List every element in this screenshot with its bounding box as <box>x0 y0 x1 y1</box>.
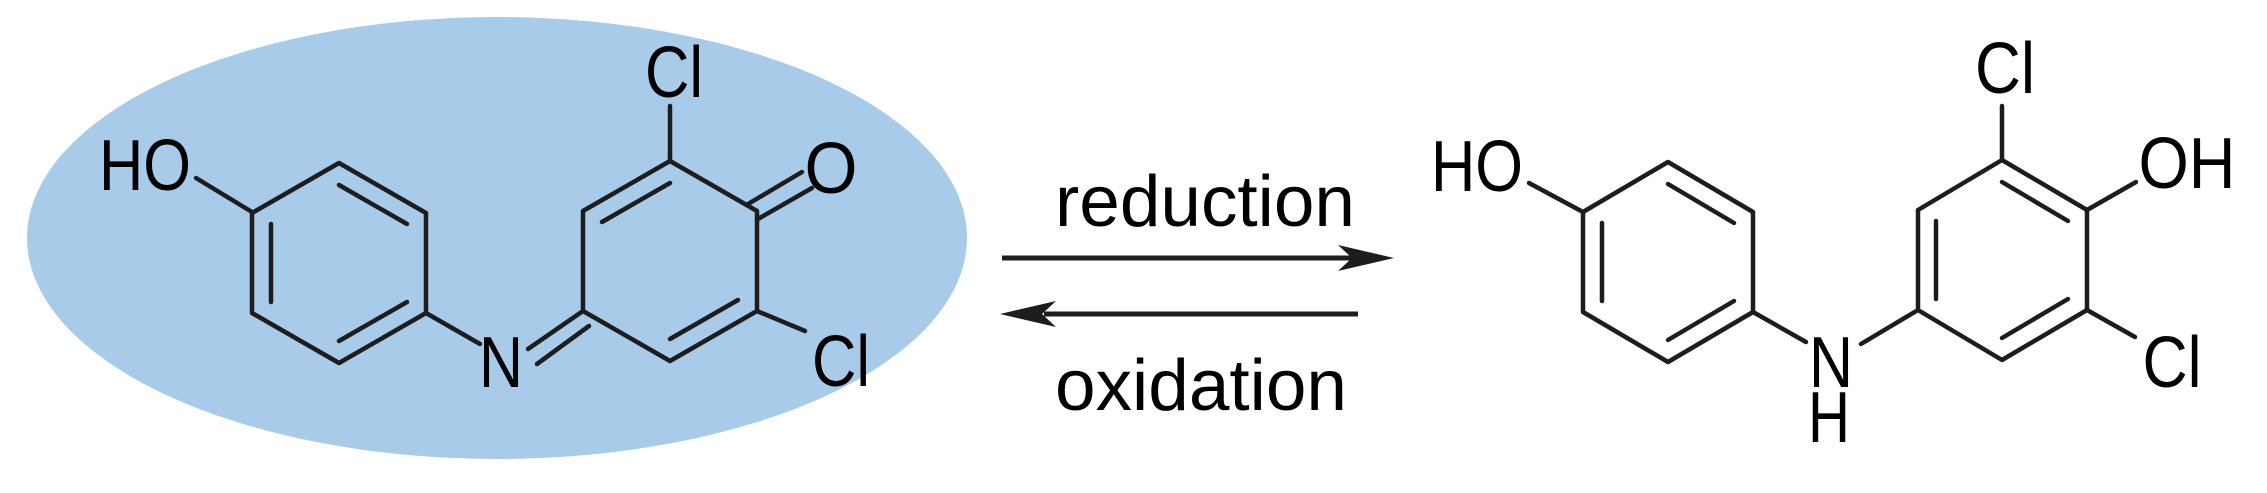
h-label: H <box>1808 378 1850 458</box>
cl-bottom-bond <box>2084 307 2138 340</box>
forward-arrow-label: reduction <box>1055 162 1355 242</box>
n-label: N <box>479 323 523 403</box>
phenol-ring-double-bonds <box>1599 181 1737 343</box>
oh-bond <box>2084 179 2139 213</box>
arrow-heads <box>1000 245 1394 327</box>
ring-n-bond <box>423 310 483 347</box>
oxidized-molecule-labels: HO Cl O Cl N <box>99 33 870 403</box>
cl-top-label: Cl <box>645 33 703 113</box>
reduced-molecule <box>1526 103 2139 365</box>
chlorophenol-ring <box>1915 157 2090 363</box>
chlorophenol-ring-double-bonds <box>1933 179 2071 341</box>
cl-top-label: Cl <box>1975 29 2035 109</box>
reaction-labels: reduction oxidation <box>1055 162 1355 426</box>
reverse-arrow-label: oxidation <box>1055 346 1347 426</box>
cl-bottom-label: Cl <box>2143 323 2202 403</box>
n-label: N <box>1809 323 1853 403</box>
reverse-arrow-head <box>1000 301 1056 327</box>
ho-label: HO <box>1431 127 1523 207</box>
ring-n-bond <box>1750 309 1809 345</box>
n-ring-bond <box>1858 307 1921 347</box>
highlight-ellipse <box>27 17 967 459</box>
cl-bottom-bond <box>754 308 808 334</box>
ho-label: HO <box>99 126 191 206</box>
phenol-ring-double-bonds <box>268 182 410 344</box>
reaction-arrows <box>1000 245 1394 327</box>
quinone-ring <box>580 158 760 364</box>
reduced-molecule-labels: HO N H Cl OH Cl <box>1431 29 2236 458</box>
quinone-ring-double-bonds <box>599 180 741 342</box>
cl-bottom-label: Cl <box>812 322 870 402</box>
forward-arrow-head <box>1338 245 1394 271</box>
carbonyl-double-bond <box>745 169 815 222</box>
o-label: O <box>805 129 858 209</box>
oh-label: OH <box>2139 124 2236 204</box>
oxidized-molecule <box>193 103 815 367</box>
imine-double-bond <box>525 308 592 367</box>
phenol-ring <box>1580 159 1756 365</box>
ho-bond <box>193 175 255 215</box>
ho-bond <box>1526 180 1586 215</box>
